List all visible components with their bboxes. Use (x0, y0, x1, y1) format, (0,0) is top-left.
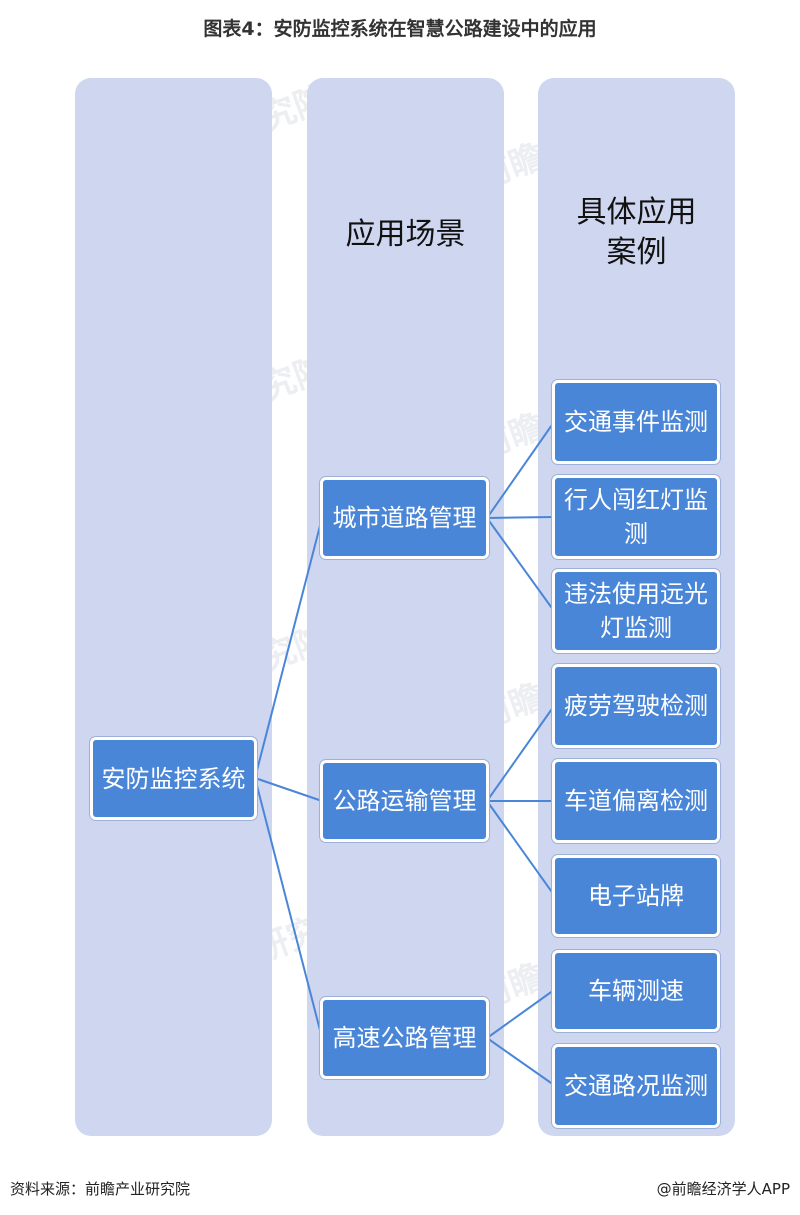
case-node-label: 行人闯红灯监测 (564, 486, 708, 548)
root-node-label: 安防监控系统 (101, 764, 246, 793)
link-root-scene-3 (254, 777, 323, 1039)
case-node-6: 电子站牌 (552, 855, 720, 937)
link-scene3-case7 (486, 989, 555, 1039)
link-scene2-case6 (486, 800, 555, 896)
root-column (75, 78, 272, 1136)
case-column-header: 具体应用 案例 (576, 195, 697, 270)
case-node-1: 交通事件监测 (552, 380, 720, 464)
case-node-label: 车辆测速 (588, 977, 684, 1005)
case-node-label: 电子站牌 (588, 882, 684, 910)
case-node-label: 交通事件监测 (564, 408, 708, 436)
case-node-8: 交通路况监测 (552, 1044, 720, 1128)
case-node-label: 交通路况监测 (564, 1072, 708, 1100)
link-root-scene-1 (254, 517, 323, 779)
scene-node-label: 城市道路管理 (332, 504, 477, 532)
case-node-4: 疲劳驾驶检测 (552, 664, 720, 748)
scene-node-1: 城市道路管理 (320, 477, 489, 559)
scene-column: 应用场景 (307, 78, 504, 1136)
chart-title: 图表4：安防监控系统在智慧公路建设中的应用 (203, 18, 597, 40)
source-note: 资料来源：前瞻产业研究院 (10, 1180, 191, 1198)
case-node-3: 违法使用远光灯监测 (552, 569, 720, 653)
link-root-scene-2 (254, 777, 323, 802)
case-node-7: 车辆测速 (552, 950, 720, 1032)
scene-node-label: 公路运输管理 (332, 787, 477, 815)
link-scene3-case8 (486, 1037, 555, 1086)
root-node: 安防监控系统 (90, 737, 257, 820)
case-node-5: 车道偏离检测 (552, 759, 720, 843)
link-scene1-case3 (486, 517, 555, 612)
case-node-2: 行人闯红灯监测 (552, 475, 720, 559)
scene-node-label: 高速公路管理 (332, 1024, 477, 1052)
brand-credit: @前瞻经济学人APP (656, 1180, 790, 1198)
scene-node-3: 高速公路管理 (320, 997, 489, 1079)
case-node-label: 疲劳驾驶检测 (564, 692, 708, 720)
case-node-label: 违法使用远光灯监测 (564, 580, 708, 642)
scene-column-header: 应用场景 (345, 217, 466, 252)
case-node-label: 车道偏离检测 (564, 787, 708, 815)
link-scene2-case4 (486, 705, 555, 802)
scene-node-2: 公路运输管理 (320, 760, 489, 842)
link-scene1-case1 (486, 421, 555, 519)
link-scene1-case2 (486, 516, 555, 519)
